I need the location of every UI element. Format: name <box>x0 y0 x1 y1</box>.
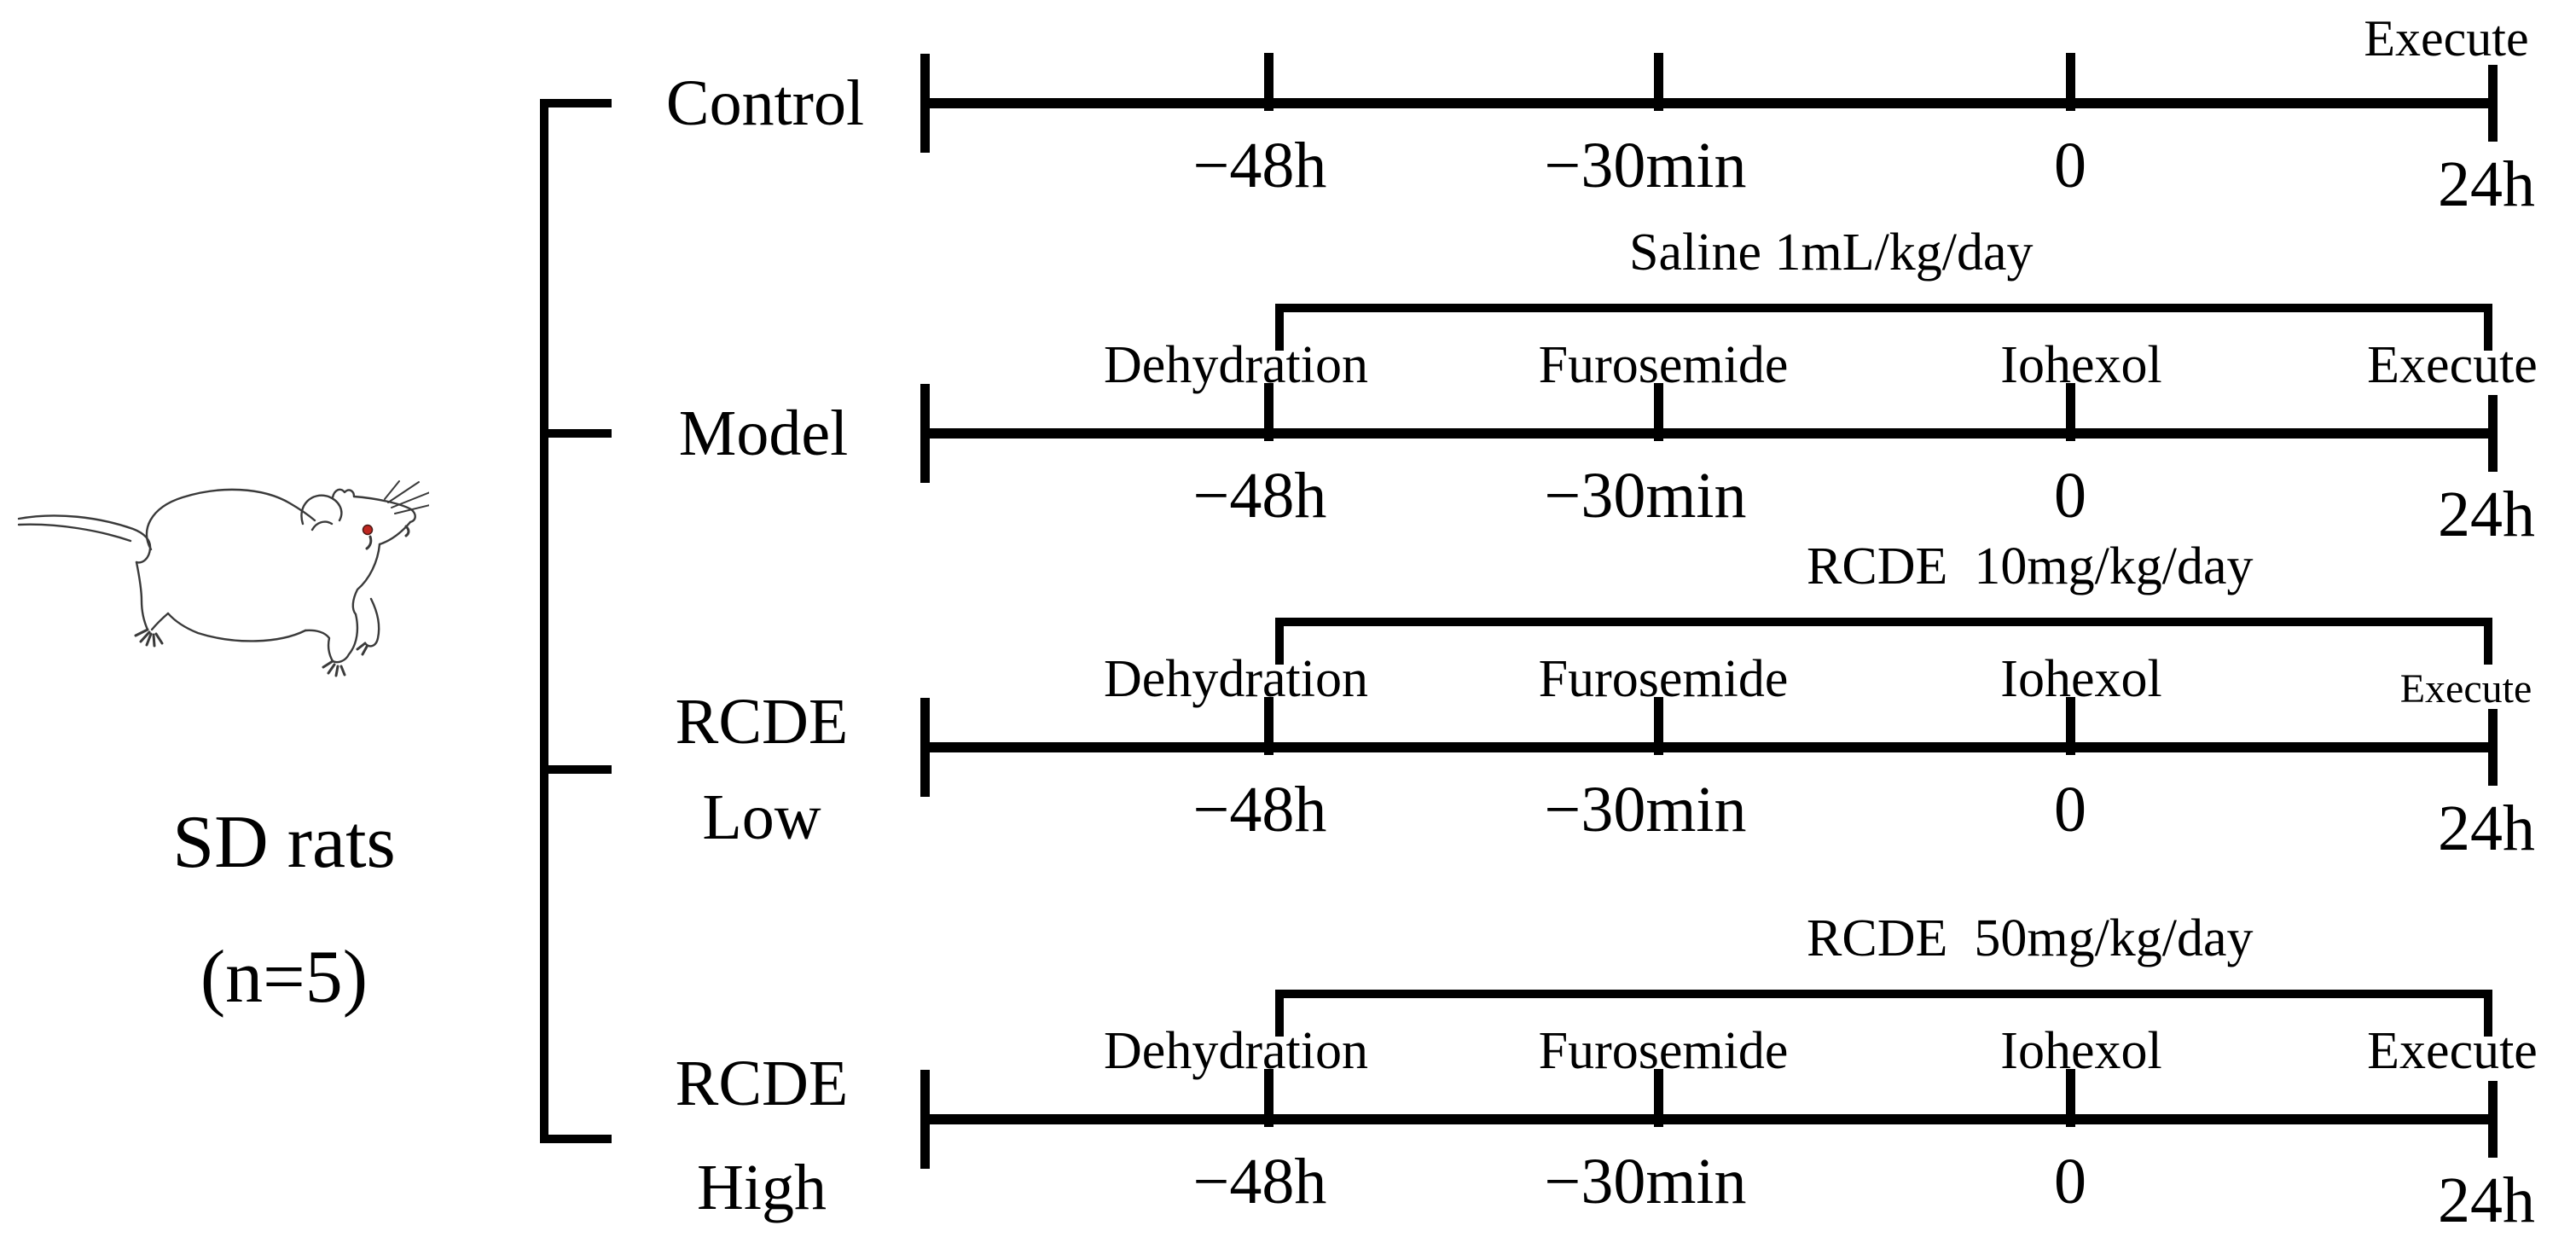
tick-zero <box>2066 383 2075 441</box>
tick-minus30min <box>1654 1069 1663 1127</box>
tree-stub-control <box>540 99 612 107</box>
tick-label-zero: 0 <box>2054 1146 2086 1217</box>
treatment-bracket <box>1275 304 2492 312</box>
timeline-axis <box>925 98 2498 108</box>
rat-tail <box>17 514 152 564</box>
tick-minus48h <box>1264 383 1273 441</box>
tick-label-minus30min: −30min <box>1544 460 1747 531</box>
timeline-end-bar <box>2488 1081 2498 1158</box>
treatment-bracket-left-drop <box>1275 990 1284 1037</box>
treatment-bracket-right-drop <box>2484 304 2492 351</box>
subject-sample-size-label: (n=5) <box>200 936 368 1019</box>
timeline-end-bar <box>2488 395 2498 472</box>
rat-icon <box>17 480 429 677</box>
tick-label-zero: 0 <box>2054 130 2086 201</box>
event-label-furosemide: Furosemide <box>1538 650 1789 708</box>
tree-stub-model <box>540 429 612 438</box>
timeline-axis <box>925 428 2498 439</box>
tick-label-zero: 0 <box>2054 460 2086 531</box>
rat-ear <box>300 494 343 526</box>
tree-stub-rcde-high <box>540 1135 612 1143</box>
rat-front-leg <box>331 613 359 664</box>
rat-whiskers <box>384 480 429 514</box>
tick-label-minus30min: −30min <box>1544 1146 1747 1217</box>
rat-hind-foot <box>134 628 164 648</box>
treatment-bracket-right-drop <box>2484 990 2492 1037</box>
tick-zero <box>2066 53 2075 111</box>
tick-label-24h: 24h <box>2438 793 2535 864</box>
tick-label-minus30min: −30min <box>1544 774 1747 845</box>
group-label-rcde-high-line2: High <box>697 1152 827 1223</box>
tick-zero <box>2066 697 2075 755</box>
tick-label-24h: 24h <box>2438 479 2535 550</box>
group-label-rcde-low-line2: Low <box>702 781 821 853</box>
tick-minus48h <box>1264 53 1273 111</box>
event-label-iohexol: Iohexol <box>2000 650 2162 708</box>
tick-label-24h: 24h <box>2438 1165 2535 1236</box>
tree-bracket-vertical <box>540 99 548 1143</box>
tick-minus30min <box>1654 697 1663 755</box>
tick-zero <box>2066 1069 2075 1127</box>
group-label-control: Control <box>665 67 865 139</box>
group-label-rcde-high-line1: RCDE <box>675 1048 849 1119</box>
tick-label-minus48h: −48h <box>1192 130 1327 201</box>
event-label-dehydration: Dehydration <box>1104 1022 1368 1080</box>
event-label-iohexol: Iohexol <box>2000 1022 2162 1080</box>
tick-minus30min <box>1654 383 1663 441</box>
treatment-bracket-left-drop <box>1275 304 1284 351</box>
event-label-execute: Execute <box>2399 666 2532 712</box>
event-label-dehydration: Dehydration <box>1104 650 1368 708</box>
event-label-iohexol: Iohexol <box>2000 336 2162 394</box>
tick-label-minus48h: −48h <box>1192 774 1327 845</box>
treatment-label-rcde-10: RCDE 10mg/kg/day <box>1807 537 2254 595</box>
rat-head <box>352 495 416 524</box>
timeline-axis <box>925 742 2498 752</box>
tick-minus30min <box>1654 53 1663 111</box>
event-label-execute: Execute <box>2364 10 2529 67</box>
rat-back <box>145 488 316 551</box>
timeline-axis <box>925 1114 2498 1124</box>
event-label-execute: Execute <box>2367 1022 2538 1080</box>
tick-label-minus30min: −30min <box>1544 130 1747 201</box>
treatment-bracket-right-drop <box>2484 618 2492 665</box>
tick-minus48h <box>1264 1069 1273 1127</box>
tick-minus48h <box>1264 697 1273 755</box>
treatment-bracket <box>1275 618 2492 626</box>
event-label-furosemide: Furosemide <box>1538 1022 1789 1080</box>
event-label-execute: Execute <box>2367 336 2538 394</box>
treatment-bracket <box>1275 990 2492 998</box>
group-label-rcde-low-line1: RCDE <box>675 686 849 758</box>
rat-belly <box>166 612 307 642</box>
timeline-end-bar <box>2488 65 2498 142</box>
tick-label-24h: 24h <box>2438 148 2535 220</box>
rat-mouth <box>404 525 410 537</box>
tick-label-minus48h: −48h <box>1192 1146 1327 1217</box>
event-label-furosemide: Furosemide <box>1538 336 1789 394</box>
treatment-label-rcde-50: RCDE 50mg/kg/day <box>1807 909 2254 967</box>
group-label-rcde-high: RCDE High <box>591 1031 932 1240</box>
rat-eye <box>362 524 374 536</box>
subject-species-label: SD rats <box>172 801 396 884</box>
tick-label-zero: 0 <box>2054 774 2086 845</box>
tick-label-minus48h: −48h <box>1192 460 1327 531</box>
tree-stub-rcde-low <box>540 765 612 774</box>
treatment-label-saline: Saline 1mL/kg/day <box>1629 224 2034 282</box>
group-label-model: Model <box>678 398 849 469</box>
event-label-dehydration: Dehydration <box>1104 336 1368 394</box>
treatment-bracket-left-drop <box>1275 618 1284 665</box>
group-label-rcde-low: RCDE Low <box>591 674 932 865</box>
timeline-end-bar <box>2488 709 2498 786</box>
